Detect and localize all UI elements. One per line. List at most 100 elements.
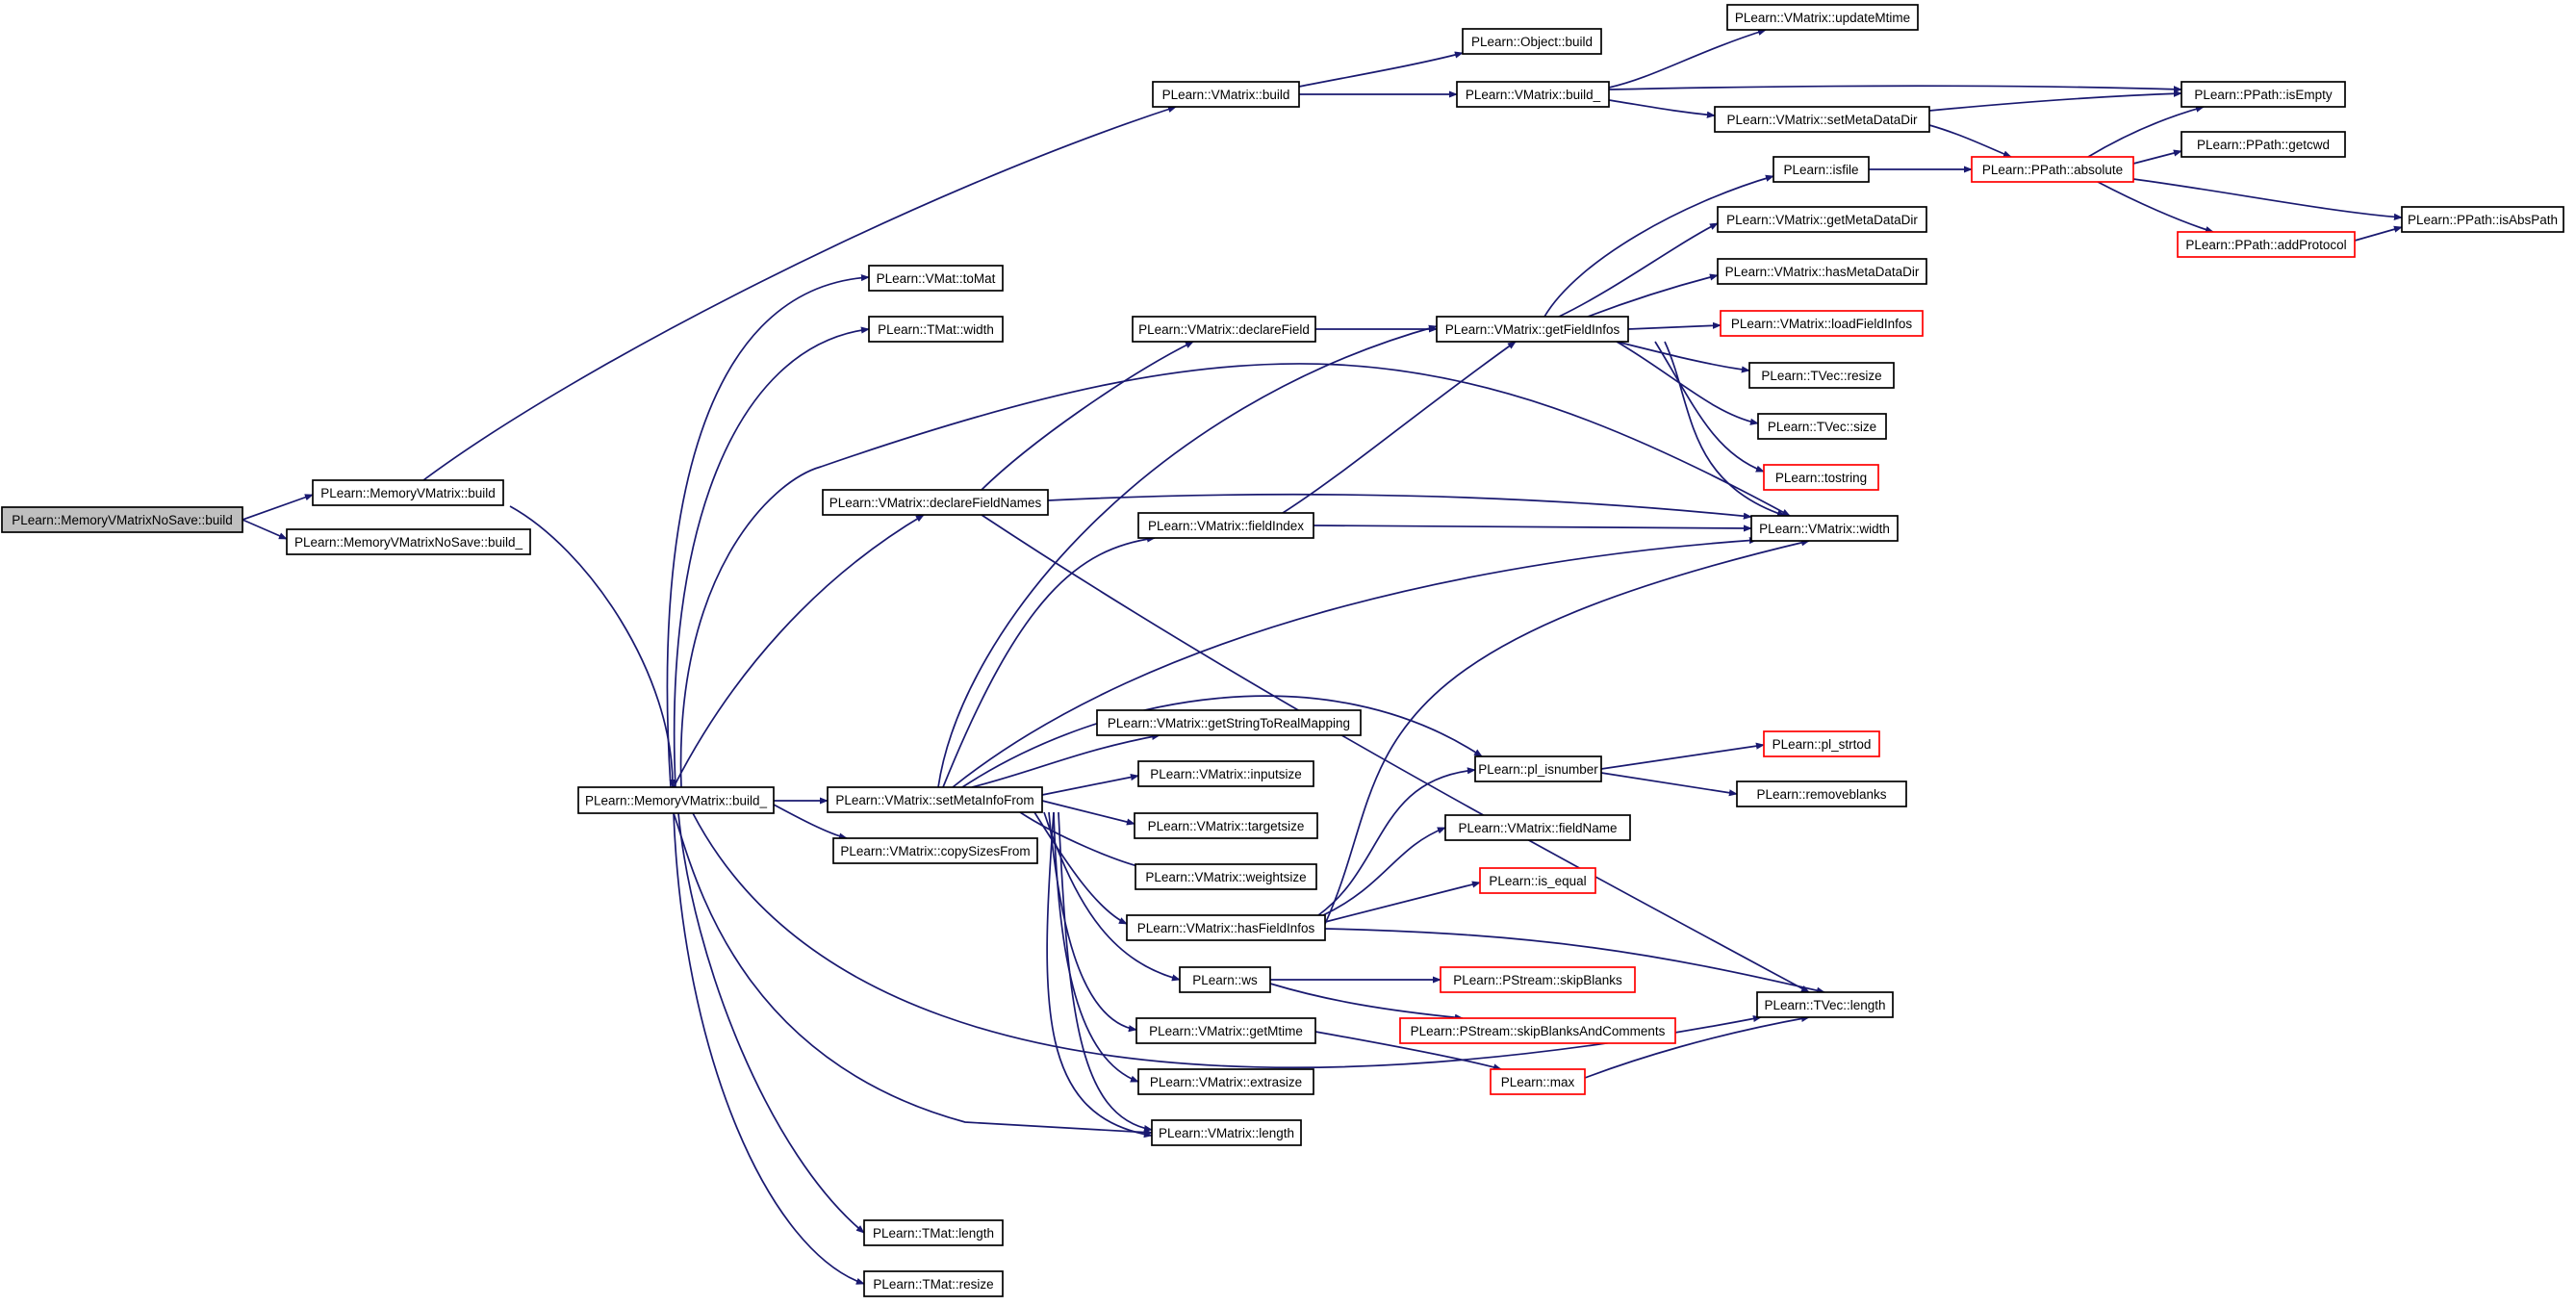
call-edge [673,812,865,1285]
node-label: PLearn::TVec::size [1768,420,1876,434]
call-edge [1558,222,1719,318]
node-label: PLearn::VMatrix::declareField [1138,322,1310,337]
node-label: PLearn::TVec::resize [1761,369,1881,383]
graph-node-tostring[interactable]: PLearn::tostring [1763,464,1879,491]
graph-node-vm-fieldIndex[interactable]: PLearn::VMatrix::fieldIndex [1137,512,1314,539]
node-label: PLearn::PStream::skipBlanksAndComments [1411,1024,1666,1038]
graph-node-vm-build-[interactable]: PLearn::VMatrix::build_ [1456,81,1610,108]
graph-node-ps-skipBlanksAndComments[interactable]: PLearn::PStream::skipBlanksAndComments [1399,1017,1676,1044]
node-label: PLearn::max [1501,1075,1575,1089]
graph-node-pp-getcwd[interactable]: PLearn::PPath::getcwd [2181,131,2346,158]
node-label: PLearn::VMatrix::targetsize [1148,819,1305,833]
graph-node-mvns-build-[interactable]: PLearn::MemoryVMatrixNoSave::build_ [286,528,531,555]
call-edge [673,514,925,788]
graph-node-vm-targetsize[interactable]: PLearn::VMatrix::targetsize [1134,812,1318,839]
node-label: PLearn::PPath::isAbsPath [2408,213,2558,227]
node-label: PLearn::PPath::isEmpty [2194,88,2333,102]
node-box [1436,316,1629,343]
call-edge [1600,742,1765,770]
call-edge [1322,827,1446,916]
call-edge [677,812,865,1234]
call-edge [1041,800,1135,826]
node-box [1757,413,1887,440]
graph-node-mv-build-[interactable]: PLearn::MemoryVMatrix::build_ [577,786,775,814]
graph-node-vm-weightsize[interactable]: PLearn::VMatrix::weightsize [1135,863,1317,890]
graph-node-vm-length[interactable]: PLearn::VMatrix::length [1151,1119,1302,1146]
graph-node-vm-copySizesFrom[interactable]: PLearn::VMatrix::copySizesFrom [832,837,1038,864]
node-box [1444,814,1631,841]
graph-node-tvec-length[interactable]: PLearn::TVec::length [1756,991,1894,1018]
graph-node-pp-isEmpty[interactable]: PLearn::PPath::isEmpty [2181,81,2346,108]
graph-node-vm-setMetaDataDir[interactable]: PLearn::VMatrix::setMetaDataDir [1714,106,1930,133]
node-label: PLearn::VMatrix::width [1759,522,1890,536]
graph-node-tmat-width[interactable]: PLearn::TMat::width [868,316,1004,343]
graph-node-pp-isAbsPath[interactable]: PLearn::PPath::isAbsPath [2401,206,2564,233]
graph-node-pl-isnumber[interactable]: PLearn::pl_isnumber [1474,755,1602,782]
node-label: PLearn::VMatrix::declareFieldNames [829,496,1042,510]
graph-node-mvns-build[interactable]: PLearn::MemoryVMatrixNoSave::build [1,506,243,533]
node-box [1456,81,1610,108]
graph-node-vm-fieldName[interactable]: PLearn::VMatrix::fieldName [1444,814,1631,841]
graph-node-vm-hasMetaDataDir[interactable]: PLearn::VMatrix::hasMetaDataDir [1717,258,1927,285]
graph-node-tvec-size[interactable]: PLearn::TVec::size [1757,413,1887,440]
node-label: PLearn::VMatrix::setMetaDataDir [1726,113,1918,127]
graph-node-pl-strtod[interactable]: PLearn::pl_strtod [1763,730,1880,757]
graph-node-vm-hasFieldInfos[interactable]: PLearn::VMatrix::hasFieldInfos [1126,914,1326,941]
call-edge [1616,341,1759,425]
graph-node-tmat-length[interactable]: PLearn::TMat::length [863,1219,1004,1246]
node-box [1137,760,1314,787]
call-edge [1048,811,1137,1033]
node-label: PLearn::PPath::addProtocol [2185,238,2346,252]
node-layer: PLearn::MemoryVMatrixNoSave::buildPLearn… [1,4,2564,1297]
node-label: PLearn::VMatrix::loadFieldInfos [1731,317,1913,331]
graph-node-vm-getStringToRealMapping[interactable]: PLearn::VMatrix::getStringToRealMapping [1096,709,1362,736]
graph-node-vm-getMtime[interactable]: PLearn::VMatrix::getMtime [1135,1017,1316,1044]
graph-node-vm-setMetaInfoFrom[interactable]: PLearn::VMatrix::setMetaInfoFrom [827,786,1043,813]
graph-node-vm-build[interactable]: PLearn::VMatrix::build [1152,81,1300,108]
graph-node-vm-getFieldInfos[interactable]: PLearn::VMatrix::getFieldInfos [1436,316,1629,343]
graph-node-isfile[interactable]: PLearn::isfile [1773,156,1870,183]
graph-node-vm-declareFieldNames[interactable]: PLearn::VMatrix::declareFieldNames [822,489,1049,516]
graph-node-vm-getMetaDataDir[interactable]: PLearn::VMatrix::getMetaDataDir [1717,206,1927,233]
call-edge [692,812,1762,1068]
node-label: PLearn::PPath::absolute [1982,163,2123,177]
graph-node-vmat-toMat[interactable]: PLearn::VMat::toMat [868,265,1004,292]
node-box [1151,1119,1302,1146]
graph-node-vm-extrasize[interactable]: PLearn::VMatrix::extrasize [1137,1068,1314,1095]
graph-node-tvec-resize[interactable]: PLearn::TVec::resize [1748,362,1895,389]
node-box [2401,206,2564,233]
graph-node-ps-skipBlanks[interactable]: PLearn::PStream::skipBlanks [1440,966,1636,993]
graph-node-pp-addProtocol[interactable]: PLearn::PPath::addProtocol [2177,231,2356,258]
node-box [1720,310,1924,337]
node-box [1135,1017,1316,1044]
call-edge [1584,1014,1810,1079]
call-edge [673,326,870,788]
graph-node-is-equal[interactable]: PLearn::is_equal [1479,867,1596,894]
node-label: PLearn::VMatrix::copySizesFrom [840,844,1030,858]
graph-node-vm-width[interactable]: PLearn::VMatrix::width [1750,515,1899,542]
graph-node-tmat-resize[interactable]: PLearn::TMat::resize [863,1270,1004,1297]
call-edge [1608,99,1716,118]
node-box [1132,316,1316,343]
graph-node-mv-build[interactable]: PLearn::MemoryVMatrix::build [312,479,504,506]
graph-node-vm-declareField[interactable]: PLearn::VMatrix::declareField [1132,316,1316,343]
graph-node-obj-build[interactable]: PLearn::Object::build [1462,28,1602,55]
call-edge [981,341,1194,491]
node-label: PLearn::TMat::width [878,322,994,337]
call-edge [1928,90,2182,112]
graph-node-vm-inputsize[interactable]: PLearn::VMatrix::inputsize [1137,760,1314,787]
graph-node-max[interactable]: PLearn::max [1490,1068,1586,1095]
node-box [1462,28,1602,55]
call-edge [1314,1031,1502,1071]
call-edge [1041,774,1139,796]
graph-node-ws[interactable]: PLearn::ws [1179,966,1271,993]
graph-node-removeblanks[interactable]: PLearn::removeblanks [1736,780,1907,807]
graph-node-vm-updateMtime[interactable]: PLearn::VMatrix::updateMtime [1726,4,1919,31]
call-edge [1608,29,1767,89]
node-box [1137,1068,1314,1095]
graph-node-pp-absolute[interactable]: PLearn::PPath::absolute [1971,156,2134,183]
node-box [868,316,1004,343]
call-edge [242,519,288,540]
graph-node-vm-loadFieldInfos[interactable]: PLearn::VMatrix::loadFieldInfos [1720,310,1924,337]
